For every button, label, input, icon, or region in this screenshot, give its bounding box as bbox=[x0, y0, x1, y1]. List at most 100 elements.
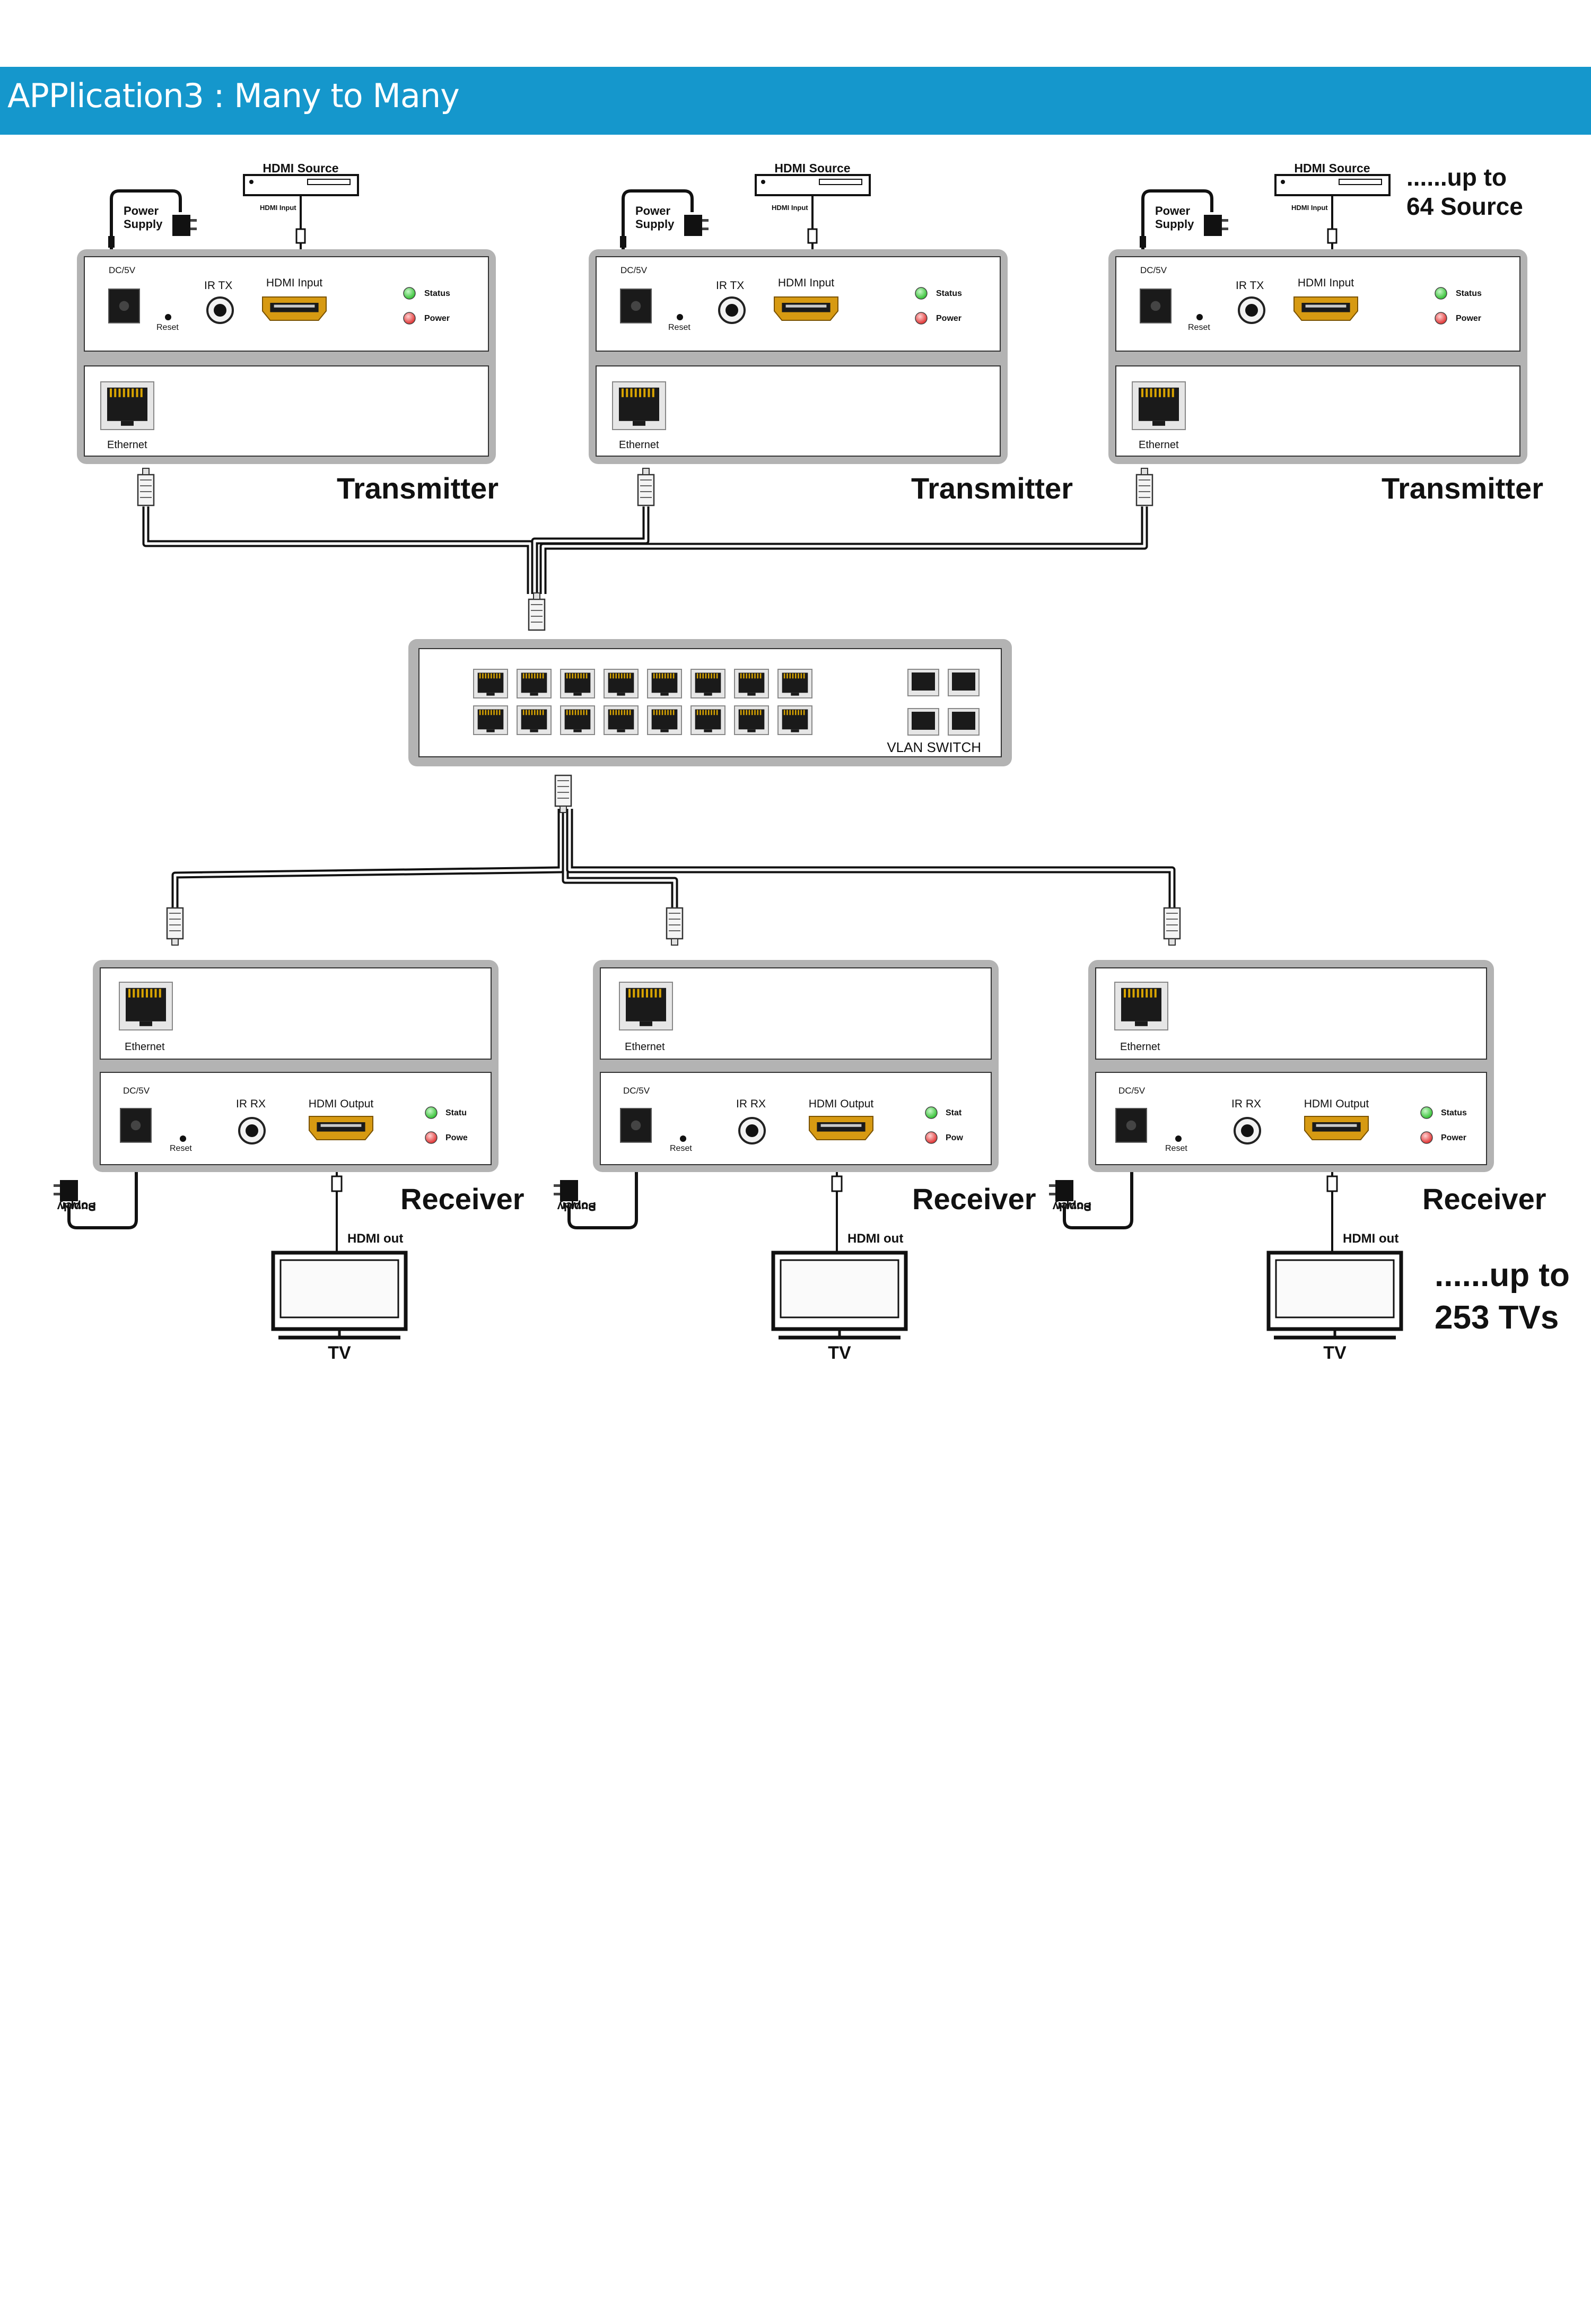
front-panel bbox=[100, 1072, 492, 1165]
rj45-plug-icon bbox=[166, 907, 184, 946]
ir-jack-icon bbox=[1234, 1117, 1261, 1144]
ir-label: IR TX bbox=[1236, 279, 1264, 292]
vlan-switch: VLAN SWITCH bbox=[408, 592, 1012, 813]
rj45-plug-icon bbox=[137, 468, 155, 506]
hdmi-port-icon bbox=[809, 1116, 873, 1140]
tv-label: TV bbox=[328, 1343, 351, 1363]
power-adapter-icon bbox=[554, 1180, 578, 1201]
rj45-port-icon bbox=[473, 669, 508, 698]
status-label: Statu bbox=[445, 1108, 467, 1117]
rj45-plug-icon bbox=[1163, 907, 1181, 946]
receiver-label: Receiver bbox=[400, 1182, 524, 1216]
dc-power-jack-icon bbox=[120, 1108, 152, 1143]
hdmi-port-icon bbox=[262, 296, 327, 321]
reset-button bbox=[165, 314, 171, 320]
rj45-port-icon bbox=[734, 705, 769, 735]
ir-jack-icon bbox=[238, 1117, 266, 1144]
power-led bbox=[1420, 1131, 1433, 1144]
dc-label: DC/5V bbox=[1118, 1086, 1146, 1096]
reset-button bbox=[180, 1135, 186, 1142]
switch-label: VLAN SWITCH bbox=[887, 739, 981, 755]
receiver-label: Receiver bbox=[912, 1182, 1036, 1216]
dc-power-jack-icon bbox=[1115, 1108, 1147, 1143]
ethernet-label: Ethernet bbox=[625, 1041, 665, 1053]
rj45-port-icon bbox=[1132, 381, 1186, 430]
front-panel bbox=[600, 1072, 992, 1165]
hdmi-port-label: HDMI Output bbox=[309, 1098, 374, 1110]
status-led bbox=[1420, 1106, 1433, 1119]
ir-label: IR RX bbox=[1231, 1098, 1261, 1110]
ethernet-label: Ethernet bbox=[619, 439, 659, 451]
reset-label: Reset bbox=[670, 1144, 692, 1153]
tv-label: TV bbox=[1323, 1343, 1347, 1363]
dc-power-jack-icon bbox=[1140, 289, 1172, 324]
hdmi-port-icon bbox=[309, 1116, 373, 1140]
power-supply-label: Power bbox=[635, 204, 670, 217]
rj45-plug-icon bbox=[528, 592, 546, 631]
reset-button bbox=[680, 1135, 686, 1142]
reset-label: Reset bbox=[156, 323, 179, 332]
rj45-plug-icon bbox=[554, 774, 572, 813]
receiver-label: Receiver bbox=[1422, 1182, 1546, 1216]
hdmi-source-port-label: HDMI Input bbox=[260, 204, 296, 212]
tv-monitor-icon bbox=[271, 1251, 408, 1340]
rj45-port-icon bbox=[734, 669, 769, 698]
reset-label: Reset bbox=[1165, 1144, 1187, 1153]
power-led bbox=[1435, 312, 1447, 325]
power-supply-label: Power bbox=[561, 1200, 596, 1213]
rj45-port-icon bbox=[619, 982, 673, 1030]
status-led bbox=[1435, 287, 1447, 300]
power-supply-label: Supply bbox=[57, 1200, 96, 1213]
dc-label: DC/5V bbox=[109, 265, 136, 275]
power-led bbox=[925, 1131, 938, 1144]
rj45-port-icon bbox=[560, 705, 595, 735]
tv-note-line: ......up to bbox=[1435, 1257, 1570, 1294]
dc-label: DC/5V bbox=[123, 1086, 150, 1096]
ir-jack-icon bbox=[718, 296, 746, 324]
rj45-plug-icon bbox=[1135, 468, 1153, 506]
rj45-port-icon bbox=[690, 669, 725, 698]
status-label: Status bbox=[936, 289, 962, 298]
hdmi-port-icon bbox=[1304, 1116, 1369, 1140]
ir-label: IR RX bbox=[736, 1098, 766, 1110]
status-label: Status bbox=[1441, 1108, 1467, 1117]
dc-label: DC/5V bbox=[1140, 265, 1167, 275]
rj45-port-icon bbox=[690, 705, 725, 735]
power-led-label: Power bbox=[1456, 314, 1481, 323]
reset-label: Reset bbox=[668, 323, 690, 332]
rj45-port-icon bbox=[100, 381, 154, 430]
power-led-label: Power bbox=[936, 314, 961, 323]
power-supply-label: Power bbox=[1155, 204, 1190, 217]
rj45-port-icon bbox=[517, 669, 552, 698]
rj45-port-icon bbox=[604, 669, 639, 698]
rj45-port-icon bbox=[604, 705, 639, 735]
power-supply-label: Power bbox=[124, 204, 159, 217]
power-led bbox=[403, 312, 416, 325]
ir-jack-icon bbox=[206, 296, 234, 324]
rj45-port-icon bbox=[1114, 982, 1168, 1030]
rj45-port-icon bbox=[647, 669, 682, 698]
hdmi-port-label: HDMI Output bbox=[1304, 1098, 1369, 1110]
power-led bbox=[425, 1131, 438, 1144]
dc-power-jack-icon bbox=[108, 289, 140, 324]
reset-button bbox=[1175, 1135, 1182, 1142]
power-led bbox=[915, 312, 928, 325]
hdmi-out-label: HDMI out bbox=[347, 1231, 403, 1246]
hdmi-source-port-label: HDMI Input bbox=[1291, 204, 1328, 212]
rj45-port-icon bbox=[777, 705, 812, 735]
rj45-port-icon bbox=[517, 705, 552, 735]
status-label: Status bbox=[424, 289, 450, 298]
dc-power-jack-icon bbox=[620, 1108, 652, 1143]
reset-button bbox=[677, 314, 683, 320]
tv-monitor-icon bbox=[771, 1251, 908, 1340]
power-supply-label: Supply bbox=[124, 217, 163, 231]
hdmi-port-label: HDMI Input bbox=[778, 277, 834, 289]
power-cable bbox=[110, 189, 182, 249]
power-cable bbox=[567, 1172, 638, 1229]
